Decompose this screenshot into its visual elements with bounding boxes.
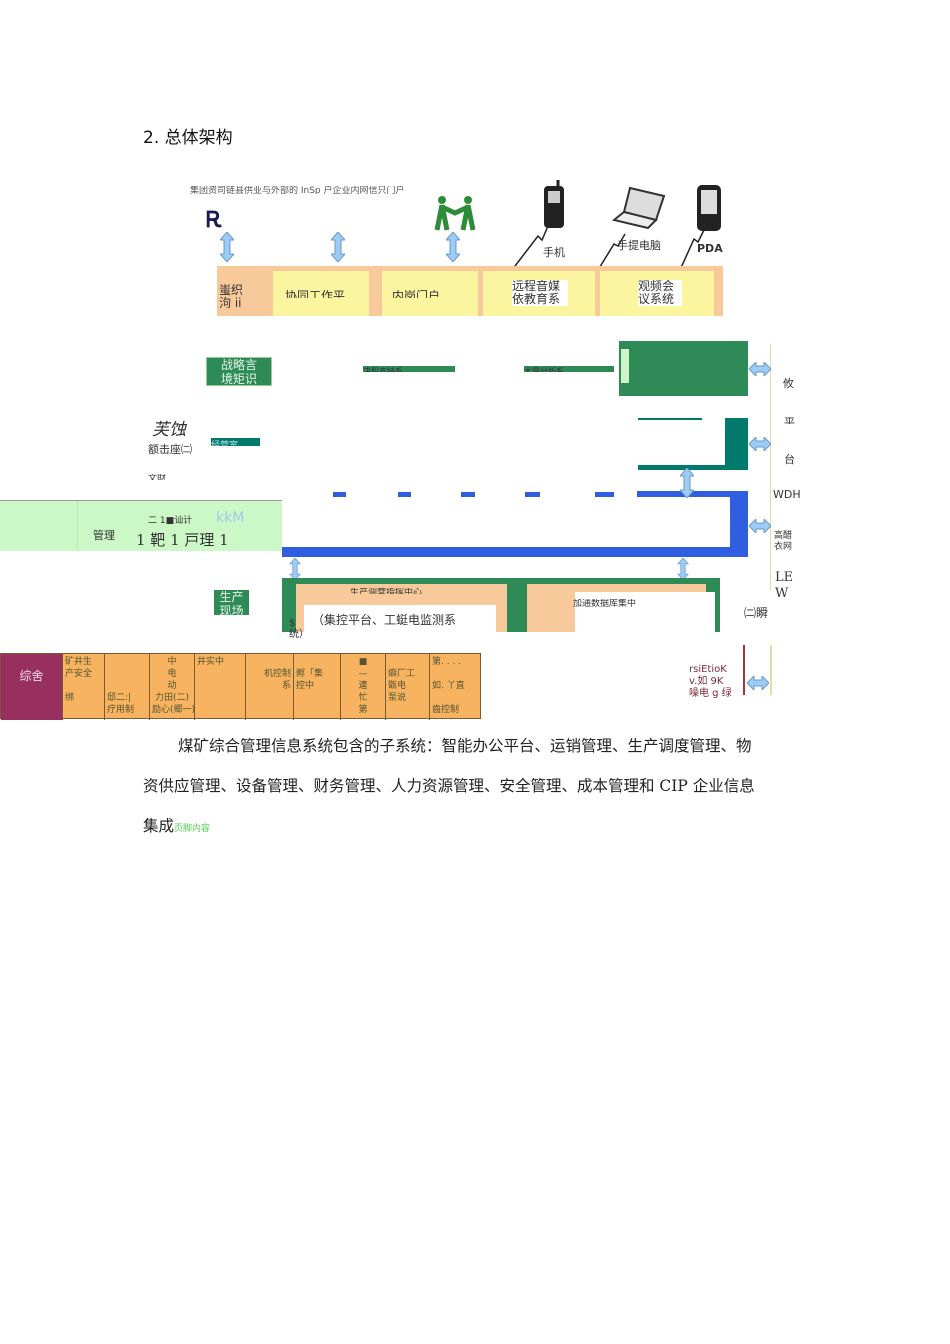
right-label: 攸 <box>783 377 794 390</box>
double-arrow-vertical-icon <box>331 232 345 262</box>
double-arrow-horizontal-icon <box>749 437 771 451</box>
left-italic-label: 芙蚀 <box>152 420 186 440</box>
pda-icon <box>697 185 721 231</box>
portal-box-label: 蚩织 泃 ii <box>219 284 244 308</box>
row-cell: 矿井生 产安全 绑 <box>63 654 105 720</box>
right-rail <box>770 645 772 695</box>
row-cell: ■ — 連 忙 第 <box>341 654 386 720</box>
portal-box-label: 协同工作平 <box>285 290 346 298</box>
data-box <box>575 592 715 632</box>
teal-block-bottom <box>638 465 748 470</box>
blue-dash <box>333 492 346 497</box>
control-text: （集控平台、工蜓电监测系 <box>312 613 457 627</box>
portal-box-label: 远程音媒 依教育系 <box>512 280 568 306</box>
dispatch-label: 生产调营指挥中心 <box>350 588 423 594</box>
top-left-glyph: Ꭱ <box>206 208 223 233</box>
double-arrow-vertical-icon <box>220 232 234 262</box>
portal-box-label: 观频会 议系统 <box>638 280 682 306</box>
laptop-icon <box>612 186 666 230</box>
portal-box-bg <box>273 271 369 316</box>
blue-frame-top <box>637 491 748 497</box>
strategy-box: 战略言 境矩识 <box>206 357 272 386</box>
blue-dash <box>461 492 475 497</box>
right-label: LE W <box>775 570 794 601</box>
portal-box-bg <box>382 271 478 316</box>
left-small-label: 文財 <box>148 474 167 480</box>
control-text-bg <box>304 605 496 635</box>
double-arrow-vertical-icon <box>677 558 689 580</box>
teal-block <box>725 418 748 470</box>
right-rail-red <box>743 645 745 695</box>
dispatch-divider <box>507 584 527 632</box>
right-bottom-label: rsiEtioK v.如 9K 噪电 g 绿 <box>689 664 732 699</box>
control-text-2: $ 统） <box>289 618 309 640</box>
row-cell: 邸二:| 疗用制 <box>105 654 150 720</box>
row-cell: 孵「集 控中 <box>294 654 341 720</box>
band-top-text: 二 1■讪计 <box>148 516 193 526</box>
row-cell: 中 电 动 力田(二) 励心(郷一) <box>150 654 195 720</box>
pda-label: PDA <box>697 242 723 255</box>
row-cell: 第. . . . 如. 丫直 齒控制 <box>432 657 465 715</box>
decision-strip: 决股支持系 <box>363 366 455 372</box>
row-header: 综舍 <box>1 654 63 720</box>
blue-dash <box>398 492 411 497</box>
blue-frame-bottom <box>282 547 748 557</box>
wireless-links <box>511 226 706 270</box>
left-sub-label: 额击座㈡ <box>148 443 192 456</box>
footer-note: 页脚内容 <box>174 824 211 834</box>
row-cell: 癖厂工 甑电 泵说 <box>386 654 430 720</box>
data-label: 加通数据库集中 <box>573 599 637 607</box>
paragraph-line: 集成页脚内容 <box>143 806 210 849</box>
right-label: ㈡瞬 <box>744 606 769 620</box>
row-cell: 井实中 <box>195 654 246 720</box>
blue-dash <box>595 492 614 497</box>
band-faded-text: kkM <box>216 510 245 526</box>
double-arrow-vertical-icon <box>446 232 460 262</box>
paragraph-text: 集成 <box>143 817 175 835</box>
double-arrow-vertical-icon <box>680 468 694 498</box>
band-divider <box>77 501 78 550</box>
double-arrow-horizontal-icon <box>749 362 771 376</box>
section-heading: 2. 总体架构 <box>143 128 233 148</box>
band-label: 管理 <box>93 529 115 542</box>
right-label: 高醋 衣网 <box>774 531 793 552</box>
band-main-text: 1 靶 1 戸理 1 <box>136 531 229 549</box>
handshake-people-icon <box>434 196 476 231</box>
double-arrow-vertical-icon <box>289 558 301 580</box>
blue-dash <box>525 492 540 497</box>
portal-box-label: 内岗门户 <box>392 290 441 298</box>
teal-line <box>638 418 702 420</box>
right-label: WDH <box>773 488 801 498</box>
production-box: 生产 现场 <box>214 590 249 615</box>
top-caption: 集团资司链县供业与外部的 InSp 户企业内网信只门户 <box>190 186 405 194</box>
row-cell: 机控制 系 <box>246 654 294 720</box>
paragraph-line: 资供应管理、设备管理、财务管理、人力资源管理、安全管理、成本管理和 CIP 企业… <box>143 777 755 795</box>
right-rail <box>770 344 771 590</box>
operations-tag: 经营室 <box>211 438 260 446</box>
subsystem-row: 综舍 矿井生 产安全 绑 邸二:| 疗用制 中 电 动 力田(二) 励心(郷一)… <box>0 653 481 720</box>
laptop-label: 手提电脑 <box>617 239 661 252</box>
right-label: 平 <box>784 416 795 424</box>
paragraph-line: 煤矿综合管理信息系统包含的子系统：智能办公平台、运销管理、生产调度管理、物 <box>178 737 752 755</box>
mobile-phone-icon <box>544 180 564 228</box>
blue-frame-side <box>730 491 748 557</box>
green-block <box>619 341 748 396</box>
double-arrow-horizontal-icon <box>749 519 771 533</box>
management-band <box>0 500 282 551</box>
phone-label: 手机 <box>543 246 565 259</box>
analysis-strip: 大震分析系 <box>524 366 614 372</box>
right-label: 台 <box>784 453 795 466</box>
double-arrow-horizontal-icon <box>747 676 769 690</box>
